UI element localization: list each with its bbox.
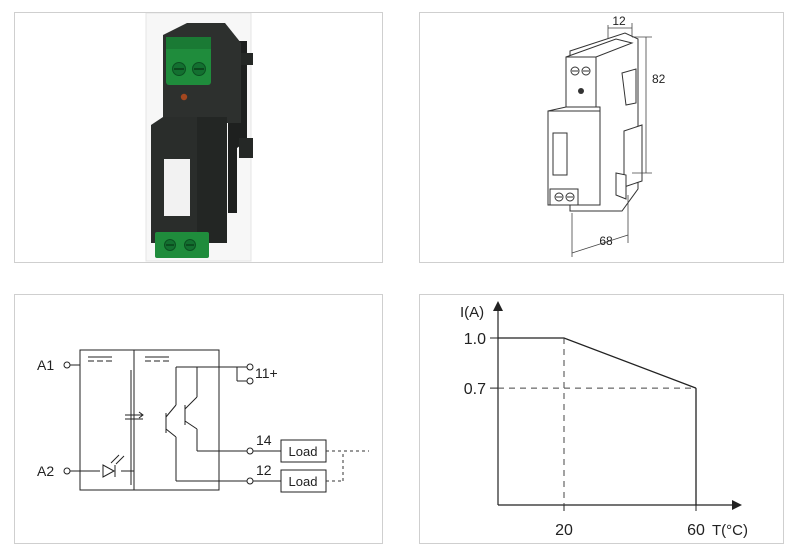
terminal-14-label: 14 [256,432,272,448]
load-label-14: Load [289,444,318,459]
x-tick-label: 60 [687,522,705,539]
derating-curve [498,337,697,389]
enclosure-box [79,349,220,491]
dimension-drawing: 12 82 68 [547,14,666,257]
terminal-points [63,361,254,485]
terminal-screws [554,66,591,202]
y-tick-label: 1.0 [464,331,486,348]
module-outline [547,32,643,212]
derating-chart: 1.0 0.7 20 60 I(A) T(°C) [460,301,748,539]
height-dimension-label: 82 [652,72,666,86]
dashed-supply-lines [326,450,369,482]
circuit-diagram: Load Load A1 A2 11+ 14 12 [37,349,369,493]
product-photo [145,13,253,262]
dimension-drawing-panel: 12 82 68 [419,12,784,263]
derating-chart-panel: 1.0 0.7 20 60 I(A) T(°C) [419,294,784,544]
terminal-a2-label: A2 [37,463,54,479]
terminal-a1-label: A1 [37,357,54,373]
terminal-11-plus-label: 11+ [255,365,278,381]
circuit-wiring [70,349,281,491]
y-axis-label: I(A) [460,304,484,321]
x-axis-arrow-icon [732,500,742,510]
circuit-diagram-panel: Load Load A1 A2 11+ 14 12 [14,294,383,544]
width-dimension-label: 12 [612,14,626,28]
product-photo-panel [14,12,383,263]
led-indicator [180,93,188,101]
x-tick-label: 20 [555,522,573,539]
depth-dimension-label: 68 [599,234,613,248]
x-axis-label: T(°C) [712,522,748,539]
y-tick-label: 0.7 [464,381,486,398]
top-terminal-ridge [166,37,211,49]
label-window [164,159,190,216]
y-axis-arrow-icon [493,301,503,311]
front-body-side [197,117,227,243]
dimension-lines [571,23,652,257]
terminal-12-label: 12 [256,462,272,478]
bottom-terminal-block [155,232,209,258]
load-label-12: Load [289,474,318,489]
rail-clip-bottom [239,138,253,158]
